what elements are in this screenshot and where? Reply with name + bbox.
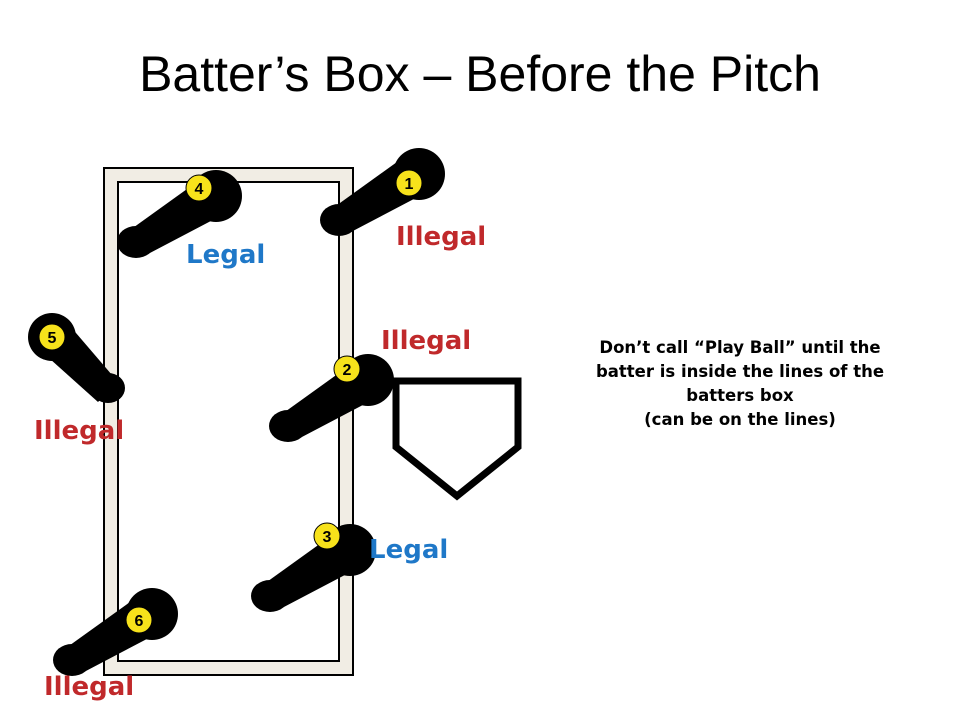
instruction-note-line-3: batters box	[686, 386, 794, 405]
footprint-5-number: 5	[48, 330, 57, 347]
footprint-4: 4	[117, 170, 242, 258]
footprint-6-badge	[125, 606, 153, 634]
status-label-1: Illegal	[396, 222, 487, 252]
footprint-1: 1	[320, 148, 445, 236]
footprint-1-badge	[395, 169, 423, 197]
footprint-6: 6	[53, 588, 178, 676]
status-label-5: Illegal	[34, 416, 125, 446]
footprint-5: 5	[28, 313, 125, 403]
footprint-2: 2	[269, 354, 394, 442]
status-label-3: Legal	[369, 535, 449, 565]
status-label-6: Illegal	[44, 672, 135, 702]
footprint-3-badge	[313, 522, 341, 550]
instruction-note: Don’t call “Play Ball” until the batter …	[560, 336, 920, 432]
footprint-2-number: 2	[343, 362, 352, 379]
footprint-1-number: 1	[405, 176, 414, 193]
footprint-2-badge	[333, 355, 361, 383]
home-plate	[392, 377, 522, 501]
footprint-5-badge	[38, 323, 66, 351]
footprint-3-number: 3	[323, 529, 332, 546]
instruction-note-line-4: (can be on the lines)	[644, 410, 836, 429]
footprint-3: 3	[251, 522, 376, 612]
status-label-4: Legal	[186, 240, 266, 270]
footprint-4-badge	[185, 174, 213, 202]
page-title: Batter’s Box – Before the Pitch	[139, 46, 821, 102]
instruction-note-line-2: batter is inside the lines of the	[595, 362, 885, 381]
footprint-4-number: 4	[195, 181, 204, 198]
status-label-2: Illegal	[381, 326, 472, 356]
instruction-note-line-1: Don’t call “Play Ball” until the	[599, 338, 881, 357]
footprint-6-number: 6	[135, 613, 144, 630]
